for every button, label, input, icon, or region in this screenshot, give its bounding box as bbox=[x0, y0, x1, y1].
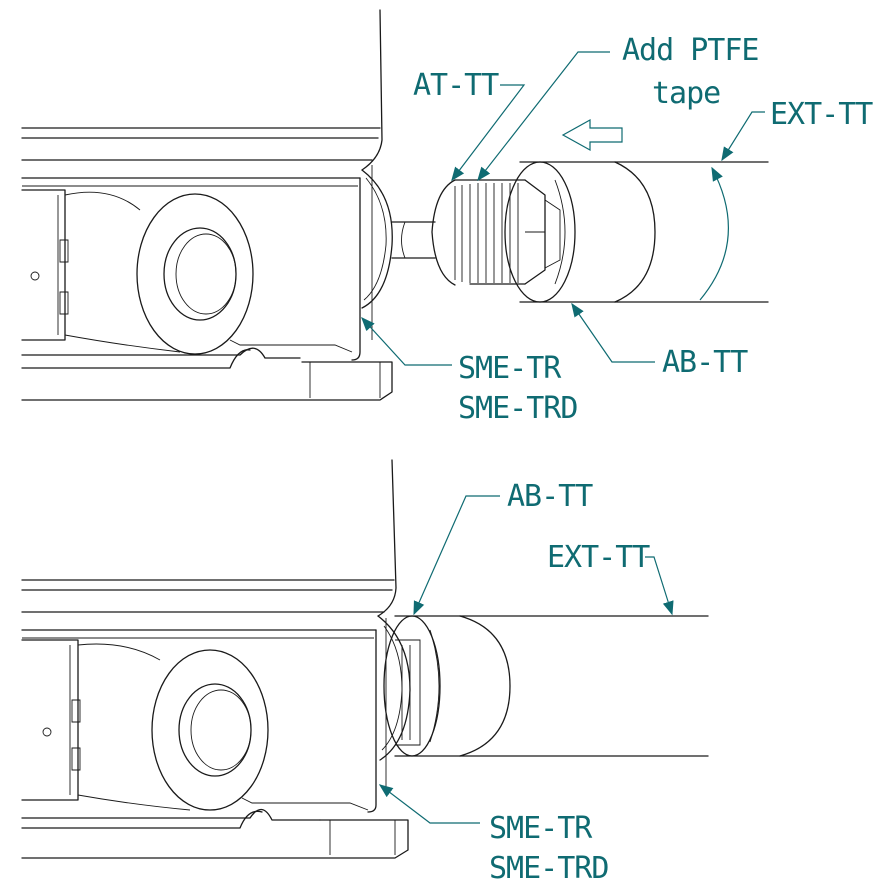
label-tape: tape bbox=[652, 76, 720, 111]
label-add-ptfe: Add PTFE bbox=[622, 33, 759, 68]
top-housing bbox=[21, 9, 393, 401]
rotation-arrow bbox=[699, 166, 729, 301]
label-ext-tt-bottom: EXT-TT bbox=[547, 540, 650, 575]
leader-ext-tt-bottom bbox=[645, 556, 674, 616]
label-ab-tt: AB-TT bbox=[662, 345, 748, 380]
label-at-tt: AT-TT bbox=[413, 68, 499, 103]
leader-at-tt bbox=[451, 84, 526, 182]
leader-sme-bottom bbox=[378, 784, 480, 824]
label-sme-trd-bottom: SME-TRD bbox=[489, 851, 608, 886]
label-sme-tr-bottom: SME-TR bbox=[489, 811, 593, 846]
leader-ab-tt-bottom bbox=[413, 495, 500, 616]
top-cap bbox=[504, 161, 656, 303]
label-ab-tt-bottom: AB-TT bbox=[507, 479, 593, 514]
leader-sme-top bbox=[361, 316, 452, 366]
bottom-housing bbox=[21, 459, 411, 859]
bottom-extension-tube bbox=[459, 615, 709, 757]
insert-direction-arrow bbox=[561, 118, 623, 152]
leader-ptfe bbox=[477, 51, 610, 182]
top-threaded-adapter bbox=[431, 179, 561, 286]
top-extension-tube bbox=[614, 161, 769, 303]
top-stem bbox=[391, 221, 436, 259]
label-sme-tr: SME-TR bbox=[458, 351, 562, 386]
bottom-cap bbox=[383, 615, 511, 757]
leader-ab-tt bbox=[571, 302, 655, 363]
label-ext-tt: EXT-TT bbox=[770, 97, 873, 132]
leader-ext-tt bbox=[721, 111, 765, 162]
label-sme-trd: SME-TRD bbox=[458, 391, 577, 426]
